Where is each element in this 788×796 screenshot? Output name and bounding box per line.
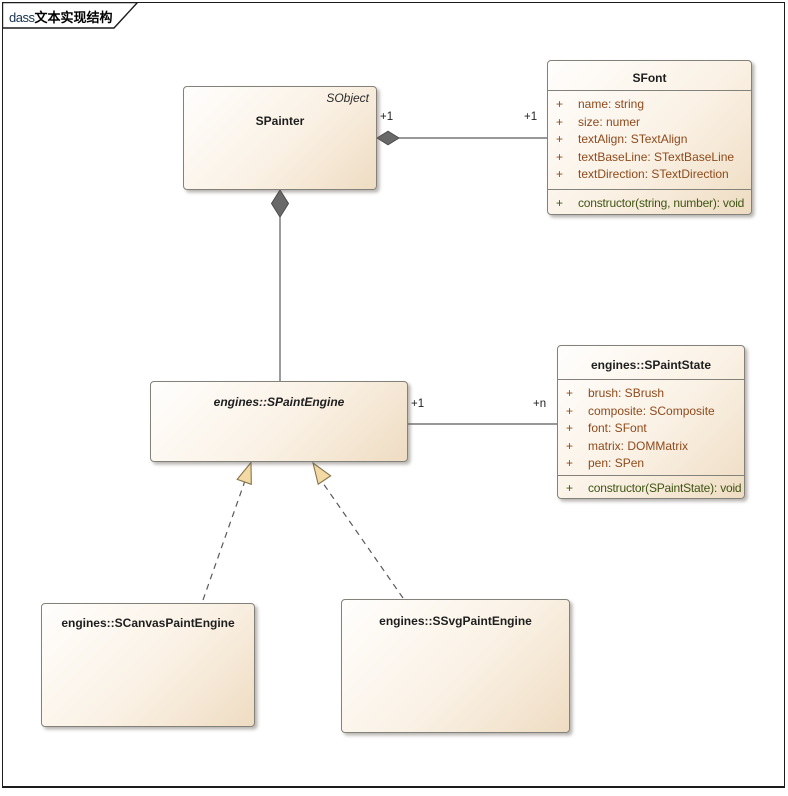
attribute-row: +composite: SComposite [566,403,715,418]
connector-svg-engine[interactable] [307,459,404,599]
class-ssvgpaintengine[interactable]: engines::SSvgPaintEngine [341,599,570,733]
class-title: SPainter [255,114,305,128]
diagram-name-label: 文本实现结构 [34,10,113,25]
frame-tab-shape [2,2,139,29]
class-scanvaspaintengine[interactable]: engines::SCanvasPaintEngine [41,603,255,727]
attribute-row: +size: numer [556,114,641,129]
attributes-compartment: +name: string +size: numer +textAlign: S… [548,90,751,189]
connector-painter-engine[interactable] [270,189,290,381]
class-spaintstate[interactable]: engines::SPaintState +brush: SBrush +com… [557,345,745,499]
class-title: engines::SPaintEngine [213,395,345,409]
operation-row: +constructor(string, number): void [556,196,745,210]
attribute-row: +matrix: DOMMatrix [566,438,688,453]
attribute-row: +textDirection: STextDirection [556,167,729,181]
attribute-row: +name: string [556,97,645,111]
class-stereotype: SObject [326,91,369,105]
attribute-row: +font: SFont [566,421,647,435]
class-title: engines::SCanvasPaintEngine [61,616,235,630]
class-title: engines::SPaintState [590,358,712,372]
attribute-row: +pen: SPen [566,456,645,470]
attribute-row: +textBaseLine: STextBaseLine [556,149,735,164]
diagram-type-label: dass [9,10,35,25]
connector-canvas-engine[interactable] [202,460,258,601]
attributes-compartment: +brush: SBrush +composite: SComposite +f… [558,379,744,475]
composition-diamond-icon [376,130,400,146]
connector-painter-font[interactable] [376,130,547,146]
diagram-title: dass文本实现结构 [9,7,112,26]
class-title: SFont [632,71,667,85]
operations-compartment: +constructor(SPaintState): void [558,475,744,499]
class-title: engines::SSvgPaintEngine [379,614,532,628]
multiplicity-label-engine-end: +1 [411,398,425,410]
class-spaintengine[interactable]: engines::SPaintEngine [150,381,408,462]
attribute-row: +brush: SBrush [566,386,665,400]
frame-tab: dass文本实现结构 [2,2,139,29]
operations-compartment: +constructor(string, number): void [548,189,751,216]
multiplicity-label-painter-end: +1 [380,111,394,123]
class-spainter[interactable]: SObject SPainter [183,86,377,190]
multiplicity-label-state-end: +n [533,398,547,410]
attribute-row: +textAlign: STextAlign [556,132,688,146]
composition-diamond-icon [270,189,290,218]
operation-row: +constructor(SPaintState): void [566,481,742,495]
generalization-arrow-icon [312,461,332,486]
class-sfont[interactable]: SFont +name: string +size: numer +textAl… [547,60,752,215]
generalization-arrow-icon [236,460,252,486]
multiplicity-label-font-end: +1 [524,111,538,123]
